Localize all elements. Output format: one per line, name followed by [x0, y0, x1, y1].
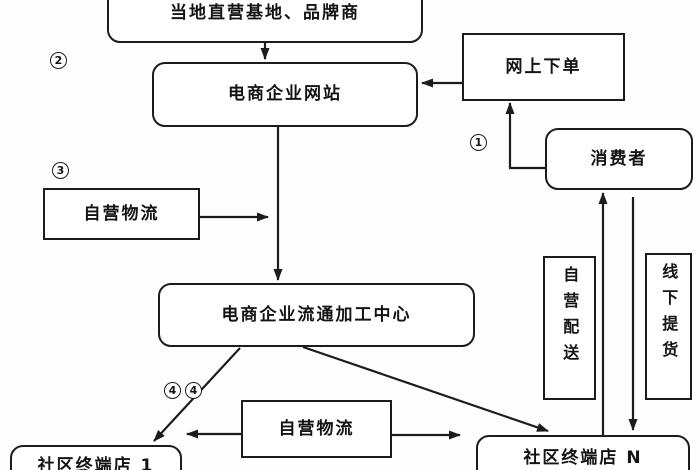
step-marker-4b: 4 [185, 382, 202, 399]
node-label: 线下提货 [659, 263, 679, 367]
node-label: 电商企业流通加工中心 [221, 304, 412, 325]
node-self-logistics-lower: 自营物流 [241, 400, 392, 458]
node-self-delivery: 自营配送 [543, 256, 596, 400]
node-label: 社区终端店 N [523, 448, 643, 468]
node-community-store-1: 社区终端店 1 [10, 445, 182, 470]
node-offline-pickup: 线下提货 [645, 253, 692, 400]
node-label: 电商企业网站 [228, 84, 342, 105]
node-label: 网上下单 [505, 56, 582, 77]
node-community-store-n: 社区终端店 N [476, 435, 690, 470]
step-marker-4a: 4 [164, 382, 181, 399]
node-online-order: 网上下单 [462, 33, 625, 101]
arrow-consumer-to-order [505, 102, 545, 170]
arrow-center-to-storen [302, 345, 549, 433]
node-label: 当地直营基地、品牌商 [170, 3, 360, 23]
step-marker-1: 1 [470, 134, 487, 151]
node-label: 消费者 [590, 148, 648, 169]
node-supplier-base-brand: 当地直营基地、品牌商 [107, 0, 423, 43]
node-processing-center: 电商企业流通加工中心 [158, 283, 475, 347]
node-consumer: 消费者 [545, 128, 693, 190]
step-marker-2: 2 [50, 52, 67, 69]
node-label: 自营配送 [560, 266, 580, 370]
node-label: 社区终端店 1 [37, 456, 155, 470]
node-label: 自营物流 [278, 418, 355, 439]
node-self-logistics-upper: 自营物流 [43, 188, 200, 240]
step-marker-3: 3 [52, 162, 69, 179]
node-label: 自营物流 [83, 203, 160, 224]
node-ecommerce-website: 电商企业网站 [152, 62, 418, 127]
